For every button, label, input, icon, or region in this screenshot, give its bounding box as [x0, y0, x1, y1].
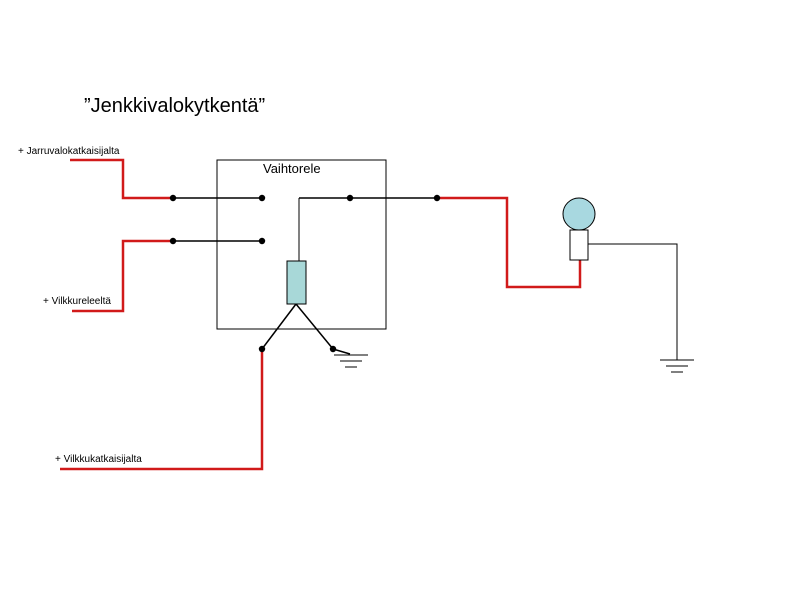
- ground-symbol-relay: [334, 354, 368, 368]
- relay-box: [216, 159, 387, 330]
- flasher-switch-input-label: + Vilkkukatkaisijalta: [55, 454, 142, 465]
- lamp-ground-wire: [588, 243, 678, 360]
- junction-dot: [433, 194, 441, 202]
- junction-dots: [169, 194, 441, 353]
- junction-dot: [169, 237, 177, 245]
- diagram-title: ”Jenkkivalokytkentä”: [84, 95, 266, 117]
- brake-input-wire: [70, 158, 173, 200]
- relay-coil: [286, 260, 307, 305]
- lamp-socket: [569, 229, 589, 261]
- relay-label: Vaihtorele: [263, 161, 321, 176]
- junction-dot: [346, 194, 354, 202]
- flasher-relay-input-wire: [72, 239, 173, 313]
- junction-dot: [258, 194, 266, 202]
- brake-switch-input-label: + Jarruvalokatkaisijalta: [18, 146, 120, 157]
- lamp-feed-wire: [437, 196, 582, 289]
- junction-dot: [169, 194, 177, 202]
- junction-dot: [258, 237, 266, 245]
- ground-symbol-lamp: [660, 359, 694, 373]
- junction-dot: [258, 345, 266, 353]
- flasher-switch-input-wire: [60, 349, 264, 471]
- coil-lead-left: [261, 303, 297, 350]
- flasher-relay-input-label: + Vilkkureleeltä: [43, 296, 111, 307]
- coil-lead-right: [295, 303, 334, 350]
- junction-dot: [329, 345, 337, 353]
- lamp-bulb: [562, 197, 596, 231]
